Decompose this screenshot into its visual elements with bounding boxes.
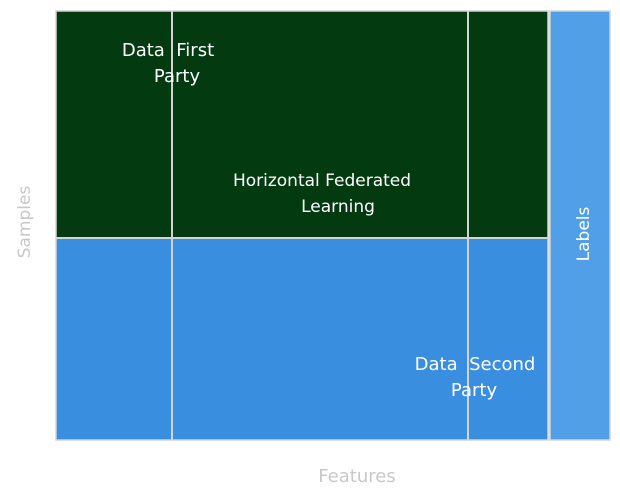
features-axis-label: Features bbox=[318, 466, 395, 487]
labels-column bbox=[549, 10, 611, 441]
first-party-label-line2: Party bbox=[154, 66, 201, 87]
second-party-data-block bbox=[56, 238, 548, 440]
samples-axis-label: Samples bbox=[15, 186, 35, 259]
second-party-label-line1: Data Second bbox=[415, 354, 536, 375]
labels-column-label: Labels bbox=[574, 206, 594, 261]
matrix-outline bbox=[55, 10, 549, 441]
first-party-data-block bbox=[56, 11, 548, 238]
second-party-label-line2: Party bbox=[451, 380, 498, 401]
center-label-line2: Learning bbox=[301, 197, 375, 217]
center-label-line1: Horizontal Federated bbox=[233, 171, 411, 191]
first-party-label-line1: Data First bbox=[122, 40, 214, 61]
